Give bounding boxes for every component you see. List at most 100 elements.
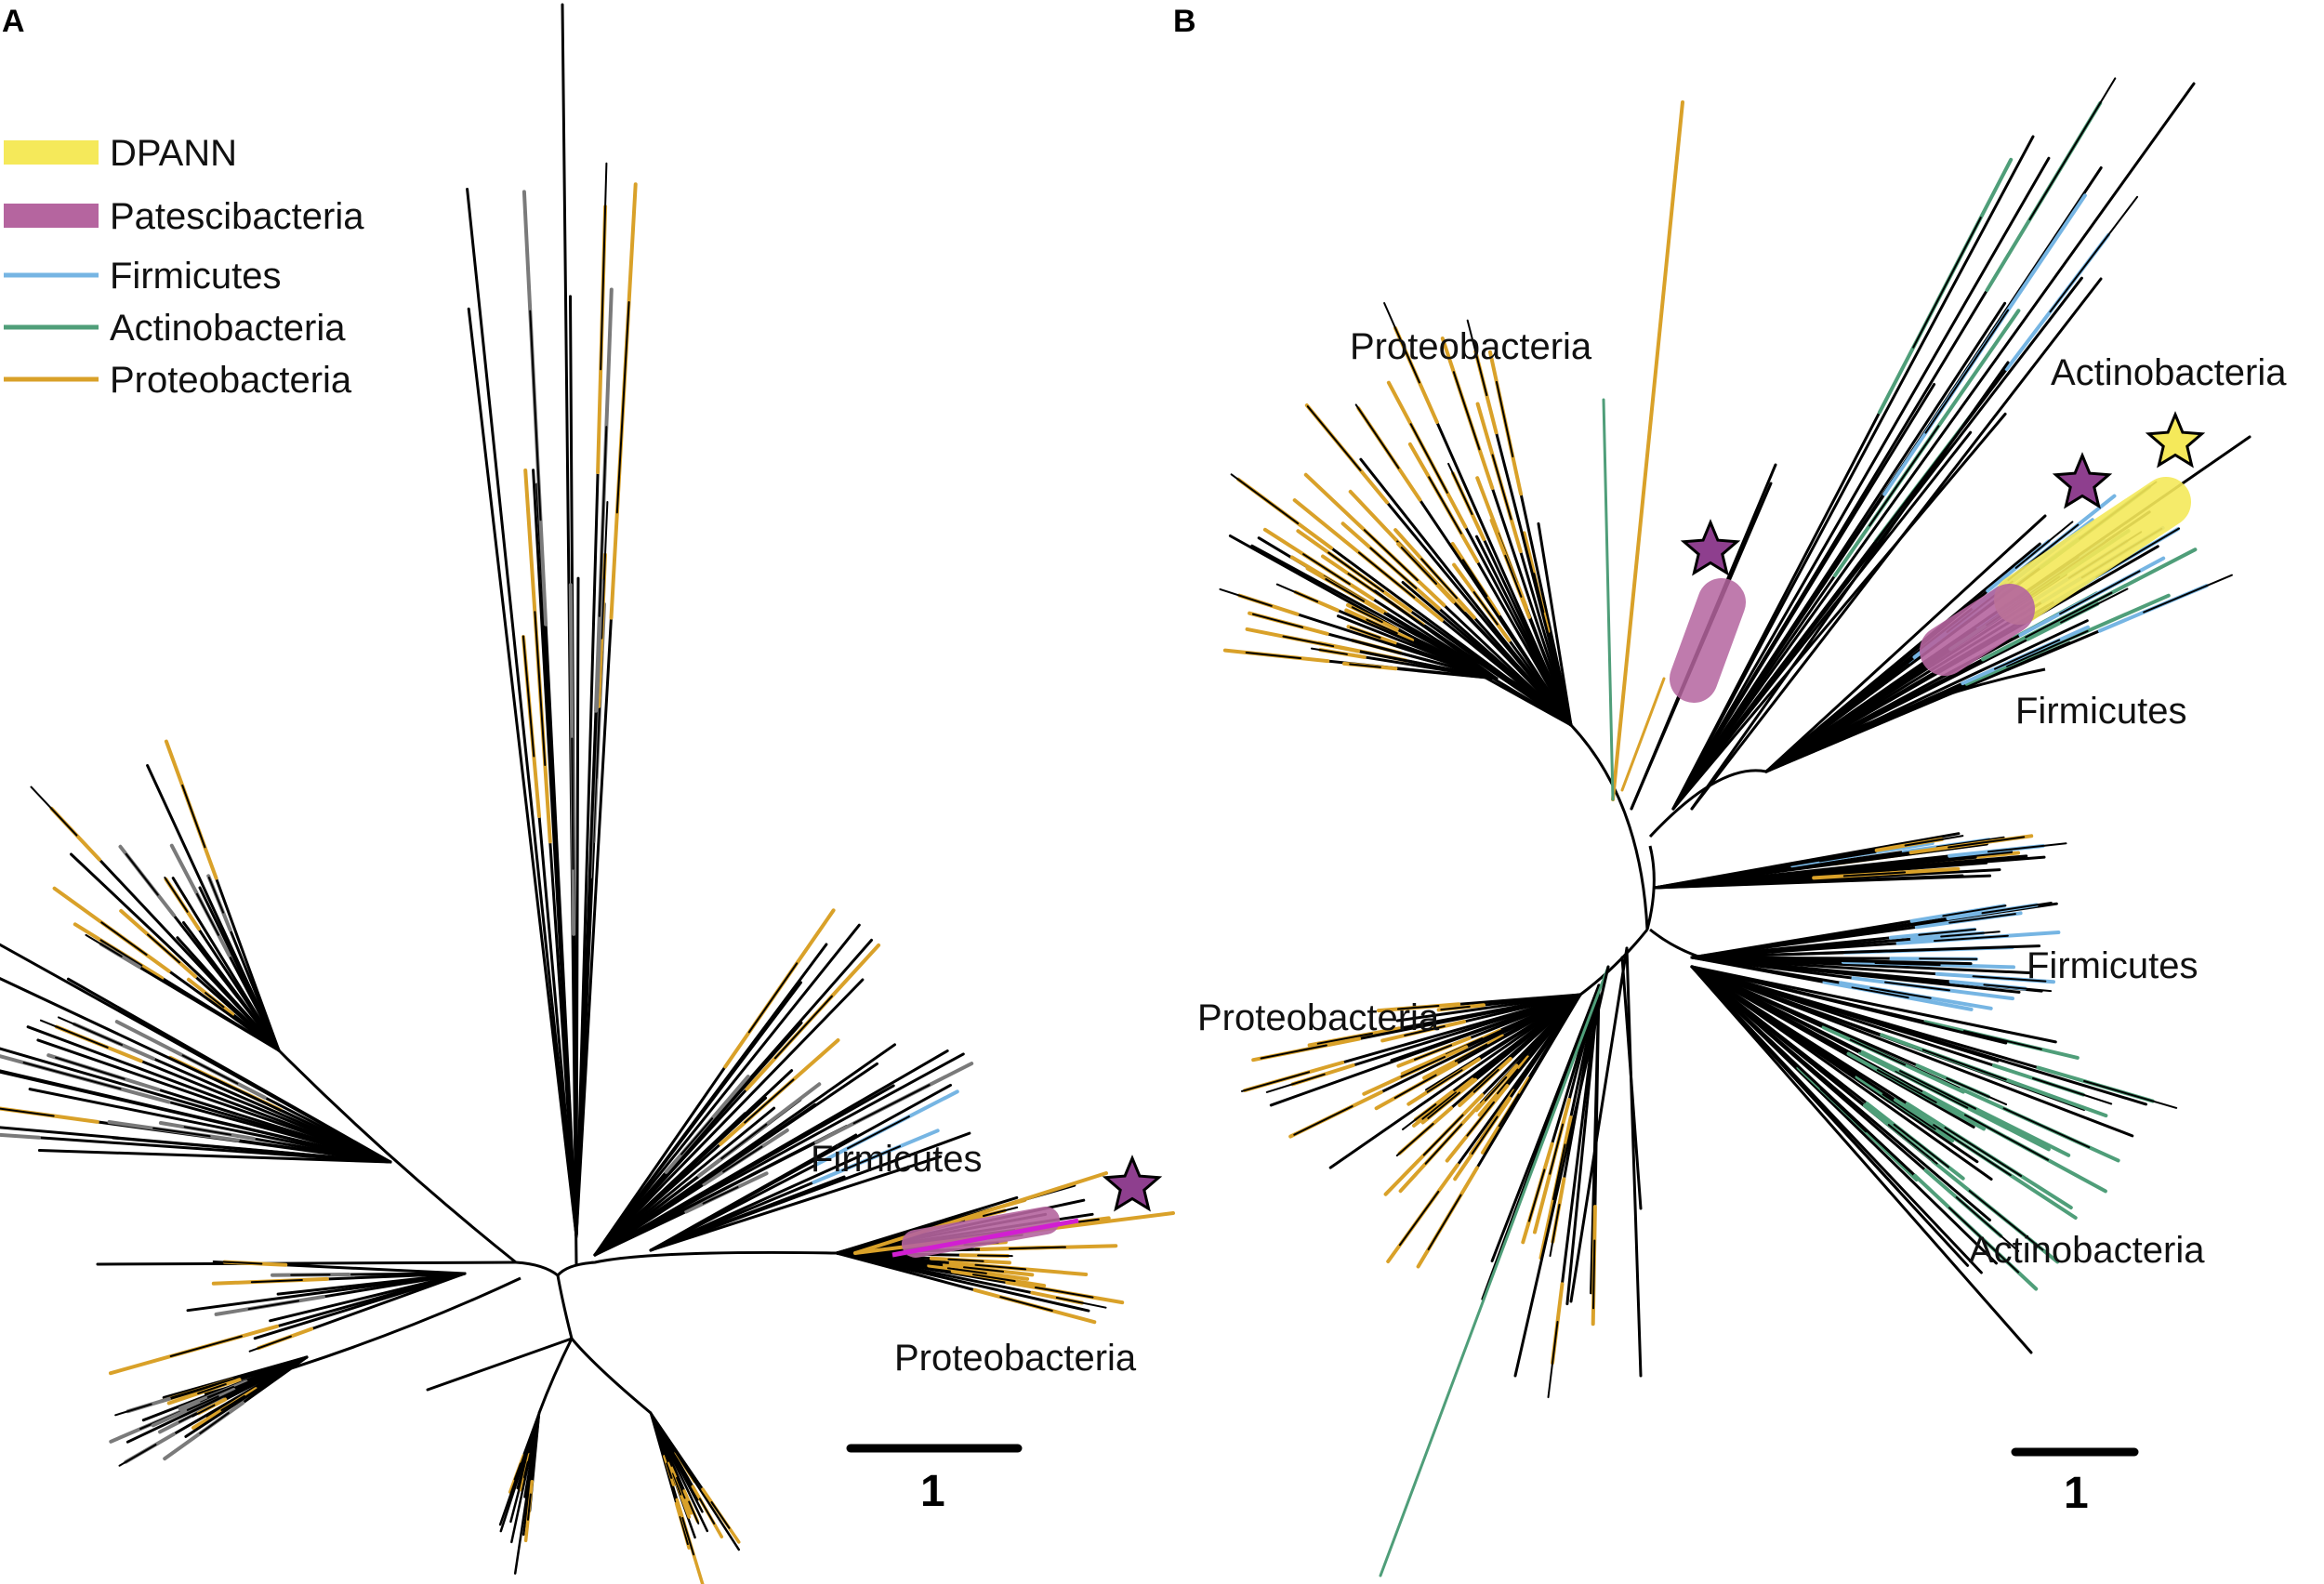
tree-tip	[147, 933, 180, 964]
tree-tip	[247, 1300, 300, 1311]
tree-tip	[1452, 371, 1481, 451]
tree-tip	[1948, 913, 2016, 924]
tree-tip	[1424, 1123, 1463, 1165]
tree-tip	[1495, 380, 1514, 458]
tree-branch	[593, 923, 861, 1257]
tree-tip	[1357, 551, 1416, 599]
tree-tip	[1895, 1070, 1969, 1109]
tree-tip	[852, 1084, 931, 1125]
legend-item-dpann: DPANN	[4, 133, 237, 174]
tree-tip	[1946, 1077, 2008, 1106]
tree-tip	[1851, 986, 1909, 999]
tree-tip	[681, 1517, 695, 1556]
tree-tip	[1400, 1056, 1446, 1078]
tree-tip	[248, 1335, 292, 1353]
tree-tip	[164, 877, 189, 913]
tree-tip	[963, 1266, 1005, 1273]
tree-branch	[0, 1133, 392, 1164]
tree-tip	[1427, 1091, 1461, 1119]
tree-branch	[1537, 521, 1573, 727]
tree-tip	[1912, 217, 1982, 349]
tree-tip	[1055, 1297, 1107, 1309]
tree-branch	[1690, 361, 2010, 811]
tree-tip	[1547, 1320, 1559, 1399]
tree-tip	[1940, 931, 2000, 938]
tree-branch	[593, 1043, 896, 1257]
label-actinobacteria-b-top: Actinobacteria	[2051, 352, 2287, 393]
tree-tip	[1265, 1073, 1326, 1093]
tree-branch	[28, 1088, 392, 1164]
tree-tip	[1302, 553, 1351, 586]
tree-branch	[467, 307, 578, 1238]
tree-tip	[118, 1444, 157, 1467]
tree-tip	[747, 962, 799, 1034]
tree-tip	[1948, 1207, 2020, 1274]
tree-tip	[1528, 1168, 1546, 1222]
tree-backbone	[277, 1049, 517, 1264]
tree-tip	[191, 1404, 216, 1418]
tree-backbone	[1579, 929, 1649, 997]
tree-branch	[1620, 956, 1643, 1210]
tree-tip	[974, 1263, 1027, 1271]
tree-tip	[1918, 928, 1977, 936]
tree-tip	[1592, 1239, 1596, 1310]
tree-tip	[1354, 403, 1400, 469]
tree-tip	[1994, 639, 2061, 670]
tree-tip	[1363, 529, 1419, 582]
tree-tip	[2060, 587, 2129, 624]
tree-branch	[96, 1261, 518, 1266]
panel-b-letter: B	[1173, 4, 1196, 39]
label-proteobacteria-a: Proteobacteria	[894, 1338, 1137, 1379]
tree-branch	[1690, 965, 2033, 1354]
tree-tip	[2143, 574, 2233, 614]
tree-tip	[1245, 652, 1302, 660]
tree-tip	[181, 1054, 239, 1085]
tree-tip	[672, 1472, 682, 1496]
tree-branch	[198, 886, 281, 1052]
tree-tip	[212, 1261, 263, 1265]
legend-label-actinobacteria: Actinobacteria	[110, 308, 346, 349]
tree-tip	[1240, 1071, 1311, 1092]
tree-backbone	[1649, 928, 1702, 959]
tree-branch	[36, 1038, 392, 1164]
tree-tip	[666, 1462, 673, 1479]
tree-tip	[1876, 1069, 1937, 1103]
tree-tip	[1983, 983, 2053, 993]
tree-branch	[1671, 412, 2007, 811]
tree-tip	[773, 995, 833, 1060]
tree-branch	[1690, 965, 1991, 1221]
tree-tip	[1842, 871, 1907, 878]
star-icon-panel-a	[1102, 1155, 1163, 1212]
tree-branch	[1690, 277, 2103, 811]
tree-tip	[1398, 1190, 1440, 1247]
tree-tip	[1310, 647, 1348, 655]
tree-tip	[946, 1267, 987, 1274]
tree-tip	[207, 877, 225, 914]
tree-tip	[1009, 1246, 1066, 1250]
tree-tip	[1484, 1076, 1508, 1102]
tree-tip	[722, 1145, 763, 1173]
tree-backbone	[556, 1250, 838, 1277]
legend-item-firmicutes: Firmicutes	[4, 256, 281, 297]
tree-branch	[649, 1155, 862, 1252]
tree-tip	[0, 1132, 41, 1140]
tree-tip	[600, 162, 608, 371]
tree-tip	[1935, 836, 2005, 849]
tree-tip	[1420, 558, 1458, 600]
tree-tip	[1933, 1124, 2012, 1177]
tree-tip	[1504, 554, 1523, 598]
tree-tip	[1849, 1038, 1907, 1066]
tree-tip	[1369, 547, 1418, 589]
tree-tip	[125, 852, 159, 896]
tree-tip	[1351, 606, 1383, 624]
label-firmicutes-b-mid: Firmicutes	[2027, 945, 2198, 986]
tree-tip	[841, 1145, 902, 1171]
tree-tip	[1904, 835, 1964, 847]
legend: DPANN Patescibacteria Firmicutes Actinob…	[4, 133, 364, 401]
tree-branch	[1671, 301, 2007, 811]
tree-tip	[1230, 473, 1300, 525]
tree-tip	[598, 426, 608, 617]
tree-tip	[2014, 521, 2074, 569]
tree-tip	[1422, 1114, 1464, 1156]
tree-tip	[1968, 1190, 2044, 1251]
